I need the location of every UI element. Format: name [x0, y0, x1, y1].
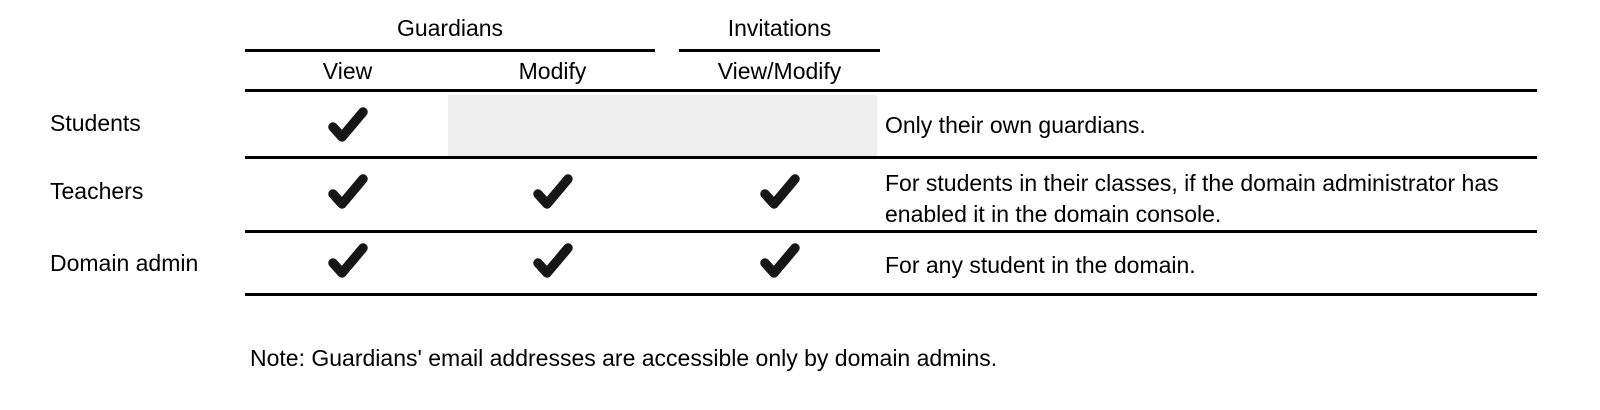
row-label-students: Students: [50, 110, 141, 136]
column-header-modify: Modify: [518, 58, 587, 84]
group-header-invitations: Invitations: [727, 15, 832, 41]
check-icon: [328, 243, 368, 281]
row-rule-domain-admin: [245, 293, 1537, 296]
students-disabled-cells-region: [448, 95, 877, 156]
row-label-teachers: Teachers: [50, 178, 144, 204]
row-note-domain-admin: For any student in the domain.: [885, 252, 1196, 278]
check-icon: [328, 107, 368, 145]
check-icon: [760, 243, 800, 281]
row-label-domain-admin: Domain admin: [50, 250, 199, 276]
row-rule-teachers: [245, 230, 1537, 233]
header-rule: [245, 89, 1537, 92]
group-header-guardians: Guardians: [396, 15, 504, 41]
check-icon: [328, 174, 368, 212]
row-note-students: Only their own guardians.: [885, 112, 1146, 138]
check-icon: [760, 174, 800, 212]
check-icon: [533, 243, 573, 281]
invitations-underline: [679, 49, 880, 52]
column-header-view: View: [322, 58, 373, 84]
row-rule-students: [245, 156, 1537, 159]
column-header-view-modify: View/Modify: [717, 58, 842, 84]
footnote: Note: Guardians' email addresses are acc…: [250, 345, 998, 371]
guardians-underline: [245, 49, 655, 52]
row-note-teachers: For students in their classes, if the do…: [885, 170, 1499, 227]
check-icon: [533, 174, 573, 212]
